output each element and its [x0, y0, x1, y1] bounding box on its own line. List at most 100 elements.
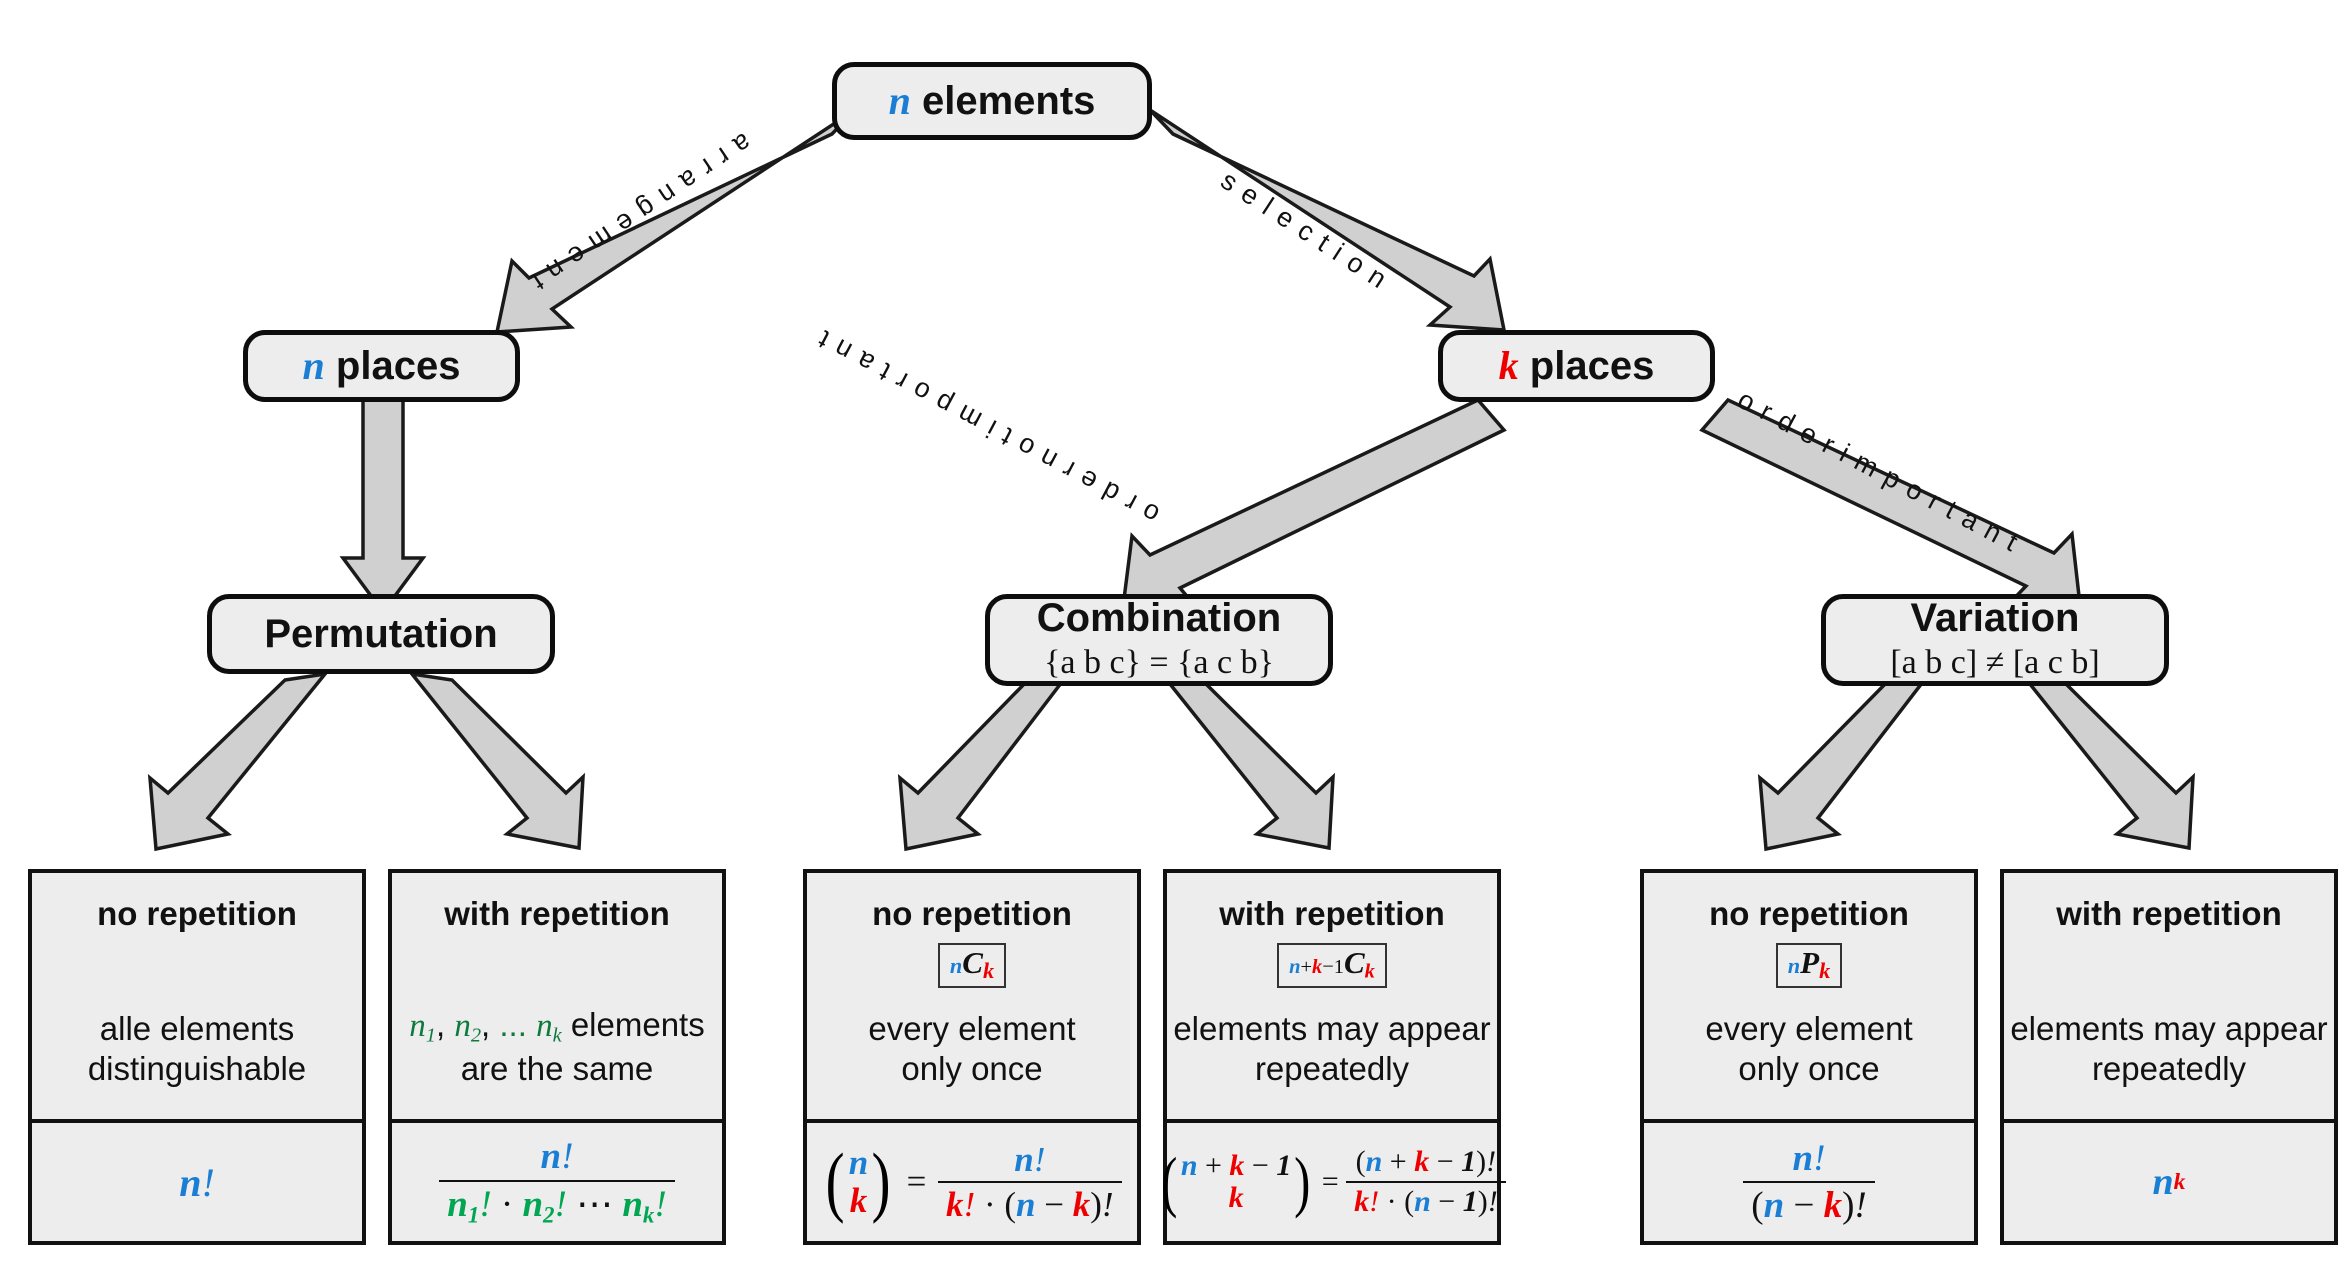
card-heading: with repetition	[444, 895, 670, 932]
card-top: no repetition nPk every element only onc…	[1644, 873, 1974, 1123]
var-n: n	[1289, 956, 1301, 978]
card-formula: n! n1! · n2! ⋯ nk!	[392, 1123, 722, 1241]
card-badge-nPk: nPk	[1775, 943, 1843, 989]
node-n-elements[interactable]: n elements	[832, 62, 1152, 140]
fraction-denominator: (n − k)!	[1743, 1181, 1875, 1226]
node-permutation-title: Permutation	[264, 612, 498, 656]
card-description-line1: every element	[868, 1009, 1076, 1047]
card-description: alle elements distinguishable	[88, 1009, 306, 1090]
card-description: elements may appear repeatedly	[2010, 1009, 2327, 1090]
node-n-elements-label: n elements	[888, 78, 1096, 123]
var-n: n	[848, 1143, 869, 1183]
var-n: n	[302, 343, 325, 388]
binom-bottom: k	[1228, 1181, 1244, 1214]
var-k-exponent: k	[2173, 1168, 2186, 1195]
ellipsis: ...	[499, 1006, 527, 1044]
card-description-line2: are the same	[460, 1049, 654, 1087]
card-combination-no-repetition[interactable]: no repetition nCk every element only onc…	[803, 869, 1141, 1245]
edge-label-arrangement: a r r a n g e m e n t	[524, 127, 757, 298]
card-top: with repetition elements may appear repe…	[2004, 873, 2334, 1123]
equals-sign: =	[904, 1162, 929, 1201]
node-k-places[interactable]: k places	[1438, 330, 1715, 402]
var-k: k	[849, 1181, 868, 1220]
card-variation-with-repetition[interactable]: with repetition elements may appear repe…	[2000, 869, 2338, 1245]
card-description: n1, n2, ... nk elements are the same	[409, 1005, 704, 1089]
minus-sign: −	[1322, 956, 1334, 978]
elements-word: elements	[570, 1006, 705, 1044]
card-formula: n! (n − k)!	[1644, 1123, 1974, 1241]
card-permutation-no-repetition[interactable]: no repetition alle elements distinguisha…	[28, 869, 366, 1245]
symbol-C: C	[962, 945, 983, 980]
binomial-coefficient: ( n k )	[822, 1138, 894, 1226]
card-description-line2: only once	[901, 1049, 1043, 1087]
card-description-line2: only once	[1738, 1049, 1880, 1087]
card-variation-no-repetition[interactable]: no repetition nPk every element only onc…	[1640, 869, 1978, 1245]
node-permutation[interactable]: Permutation	[207, 594, 555, 674]
var-k: k	[1364, 960, 1375, 983]
fraction: n! k! · (n − k)!	[938, 1140, 1122, 1224]
plus-sign: +	[1300, 956, 1313, 978]
node-variation[interactable]: Variation [a b c] ≠ [a c b]	[1821, 594, 2169, 686]
var-n: n	[2152, 1161, 2174, 1203]
card-description: every element only once	[868, 1009, 1075, 1090]
right-paren: )	[1294, 1143, 1311, 1219]
comma: ,	[435, 1006, 446, 1044]
fraction-numerator: (n + k − 1)!	[1355, 1145, 1497, 1179]
edge-label-selection: s e l e c t i o n	[1215, 165, 1394, 295]
edge-label-order-not-important: o r d e r n o t i m p o r t a n t	[812, 323, 1165, 530]
var-n1: n1	[447, 1183, 480, 1228]
card-description-line1: elements may appear	[2010, 1009, 2328, 1047]
card-heading: no repetition	[1709, 895, 1909, 932]
node-variation-subtitle: [a b c] ≠ [a c b]	[1890, 644, 2100, 682]
card-formula: ( n + k − 1 k ) = (n + k − 1)! k! · (n −…	[1161, 1123, 1506, 1241]
card-badge-npkm1Ck: n+k−1Ck	[1277, 943, 1387, 988]
card-heading: no repetition	[97, 895, 297, 932]
card-description-line2: repeatedly	[1254, 1049, 1410, 1087]
card-formula: n!	[32, 1123, 362, 1241]
fraction: n! n1! · n2! ⋯ nk!	[439, 1136, 675, 1228]
right-paren: )	[871, 1138, 891, 1226]
card-description-line1: alle elements	[99, 1009, 295, 1047]
fraction: (n + k − 1)! k! · (n − 1)!	[1346, 1145, 1506, 1218]
var-n1: n1	[409, 1008, 436, 1047]
card-heading: no repetition	[872, 895, 1072, 932]
var-n: n	[1787, 953, 1801, 978]
var-nk: nk	[536, 1008, 562, 1047]
var-n: n	[179, 1159, 202, 1205]
factorial-sign: !	[201, 1159, 215, 1205]
var-nk: nk	[622, 1183, 655, 1228]
symbol-C: C	[1343, 945, 1365, 980]
one: 1	[1333, 956, 1344, 978]
node-n-places[interactable]: n places	[243, 330, 520, 402]
fraction-denominator: k! · (n − 1)!	[1346, 1181, 1506, 1219]
node-k-places-text: places	[1518, 344, 1655, 388]
var-k: k	[1312, 956, 1323, 978]
equals-sign: =	[1319, 1165, 1341, 1198]
var-k: k	[1819, 957, 1831, 983]
var-n: n	[888, 78, 911, 123]
card-description-line1: every element	[1705, 1009, 1913, 1047]
var-n2: n2	[522, 1183, 555, 1228]
edge-label-order-important: o r d e r i m p o r t a n t	[1732, 384, 2024, 558]
var-n2: n2	[454, 1008, 482, 1047]
node-combination[interactable]: Combination {a b c} = {a c b}	[985, 594, 1333, 686]
card-top: with repetition n+k−1Ck elements may app…	[1167, 873, 1497, 1123]
card-description-line2: distinguishable	[87, 1049, 307, 1087]
node-combination-subtitle: {a b c} = {a c b}	[1044, 644, 1274, 682]
card-description: elements may appear repeatedly	[1173, 1009, 1490, 1090]
var-k: k	[982, 957, 995, 983]
comma: ,	[481, 1006, 491, 1044]
card-combination-with-repetition[interactable]: with repetition n+k−1Ck elements may app…	[1161, 869, 1506, 1245]
card-permutation-with-repetition[interactable]: with repetition n1, n2, ... nk elements …	[388, 869, 726, 1245]
fraction: n! (n − k)!	[1743, 1138, 1875, 1227]
node-k-places-label: k places	[1498, 343, 1655, 388]
node-variation-title: Variation	[1910, 596, 2080, 641]
fraction-denominator: k! · (n − k)!	[938, 1181, 1122, 1224]
var-k: k	[1498, 343, 1519, 388]
fraction-numerator: n!	[1014, 1139, 1046, 1179]
card-description-line1: n1, n2, ... nk elements	[409, 1005, 704, 1049]
symbol-P: P	[1800, 945, 1820, 980]
var-n: n	[949, 953, 963, 978]
